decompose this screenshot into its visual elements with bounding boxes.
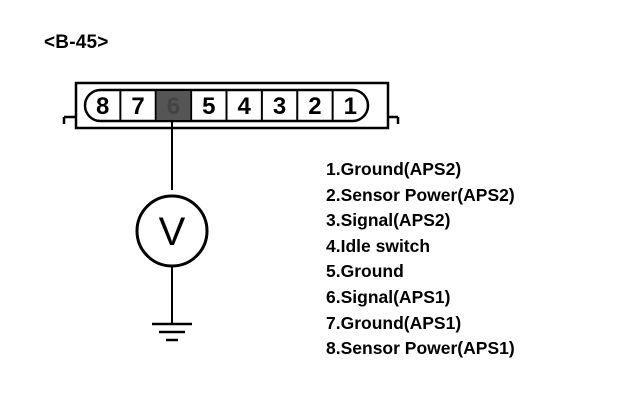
legend-item-1: 1.Ground(APS2) bbox=[326, 159, 462, 179]
voltmeter-symbol: V bbox=[159, 210, 186, 254]
pin-highlight bbox=[156, 91, 191, 120]
pin-label-2: 2 bbox=[308, 93, 321, 120]
connector-housing bbox=[62, 81, 400, 130]
pin-label-6: 6 bbox=[167, 93, 180, 120]
legend-item-5: 5.Ground bbox=[326, 261, 404, 282]
pin-label-1: 1 bbox=[344, 93, 357, 120]
connector-id: <B-45> bbox=[44, 32, 109, 53]
pin-label-5: 5 bbox=[202, 93, 215, 120]
pin-label-7: 7 bbox=[131, 93, 144, 120]
pin-label-4: 4 bbox=[238, 93, 252, 120]
pin-legend: 1.Ground(APS2) 2.Sensor Power(APS2) 3.Sign… bbox=[326, 157, 515, 362]
legend-item-8: 8.Sensor Power(APS1) bbox=[326, 338, 515, 359]
legend-item-2: 2.Sensor Power(APS2) bbox=[326, 184, 515, 205]
pin-label-3: 3 bbox=[273, 93, 286, 120]
ground-symbol-icon bbox=[152, 322, 192, 342]
legend-item-7: 7.Ground(APS1) bbox=[326, 312, 462, 333]
legend-item-6: 6.Signal(APS1) bbox=[326, 286, 451, 307]
legend-item-3: 3.Signal(APS2) bbox=[326, 210, 451, 231]
voltmeter-icon: V bbox=[135, 194, 209, 268]
pin-label-8: 8 bbox=[96, 93, 109, 120]
legend-item-4: 4.Idle switch bbox=[326, 235, 431, 256]
